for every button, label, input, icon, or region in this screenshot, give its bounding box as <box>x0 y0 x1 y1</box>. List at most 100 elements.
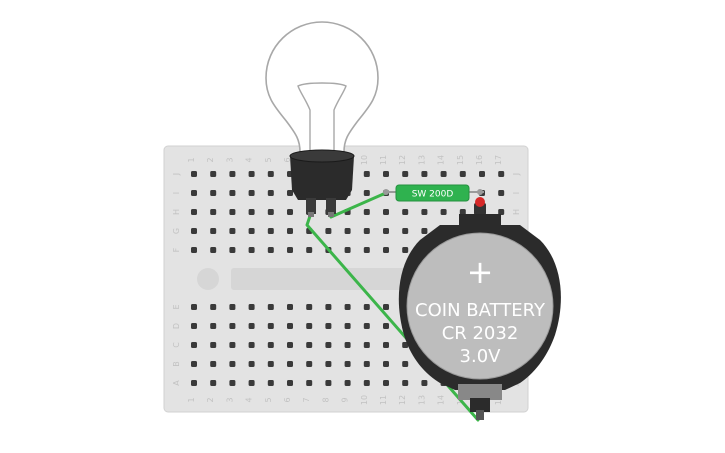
breadboard-hole[interactable] <box>306 304 313 310</box>
breadboard-hole[interactable] <box>306 342 313 348</box>
breadboard-hole[interactable] <box>267 228 274 234</box>
breadboard-hole[interactable] <box>229 361 236 367</box>
breadboard-hole[interactable] <box>248 304 255 310</box>
breadboard-hole[interactable] <box>191 247 197 253</box>
breadboard-hole[interactable] <box>306 361 313 367</box>
breadboard-hole[interactable] <box>210 190 217 196</box>
breadboard-hole[interactable] <box>383 361 389 367</box>
breadboard-hole[interactable] <box>267 209 274 215</box>
breadboard-hole[interactable] <box>363 342 370 348</box>
breadboard-hole[interactable] <box>287 342 293 348</box>
battery-cell[interactable] <box>406 232 554 380</box>
breadboard-hole[interactable] <box>210 228 217 234</box>
breadboard-hole[interactable] <box>210 171 217 177</box>
breadboard-hole[interactable] <box>363 380 370 386</box>
light-bulb-icon[interactable] <box>265 21 379 217</box>
breadboard-hole[interactable] <box>267 171 274 177</box>
breadboard-hole[interactable] <box>325 228 332 234</box>
breadboard-hole[interactable] <box>421 209 428 215</box>
breadboard-hole[interactable] <box>267 342 274 348</box>
breadboard-hole[interactable] <box>421 171 428 177</box>
breadboard-hole[interactable] <box>229 247 236 253</box>
breadboard-hole[interactable] <box>267 380 274 386</box>
breadboard-hole[interactable] <box>344 342 351 348</box>
breadboard-hole[interactable] <box>363 190 370 196</box>
breadboard-hole[interactable] <box>363 323 370 329</box>
breadboard-hole[interactable] <box>344 361 351 367</box>
breadboard-hole[interactable] <box>402 171 409 177</box>
breadboard-hole[interactable] <box>344 304 351 310</box>
breadboard-hole[interactable] <box>383 380 389 386</box>
breadboard-hole[interactable] <box>210 361 217 367</box>
breadboard-hole[interactable] <box>421 228 428 234</box>
breadboard-hole[interactable] <box>287 361 293 367</box>
breadboard-hole[interactable] <box>229 228 236 234</box>
breadboard-hole[interactable] <box>248 228 255 234</box>
breadboard-hole[interactable] <box>191 380 197 386</box>
breadboard-hole[interactable] <box>383 323 389 329</box>
breadboard-hole[interactable] <box>325 380 332 386</box>
breadboard-hole[interactable] <box>402 209 409 215</box>
breadboard-hole[interactable] <box>248 323 255 329</box>
breadboard-hole[interactable] <box>421 380 428 386</box>
breadboard-hole[interactable] <box>325 323 332 329</box>
breadboard-hole[interactable] <box>325 304 332 310</box>
breadboard-hole[interactable] <box>363 171 370 177</box>
breadboard-hole[interactable] <box>306 380 313 386</box>
breadboard-hole[interactable] <box>191 361 197 367</box>
breadboard-hole[interactable] <box>344 247 351 253</box>
breadboard-hole[interactable] <box>229 209 236 215</box>
breadboard-hole[interactable] <box>248 380 255 386</box>
breadboard-hole[interactable] <box>191 304 197 310</box>
breadboard-hole[interactable] <box>210 304 217 310</box>
breadboard-hole[interactable] <box>210 380 217 386</box>
breadboard-hole[interactable] <box>498 209 505 215</box>
breadboard-hole[interactable] <box>191 209 197 215</box>
breadboard-hole[interactable] <box>287 304 293 310</box>
breadboard-hole[interactable] <box>383 342 389 348</box>
breadboard-hole[interactable] <box>248 247 255 253</box>
breadboard-hole[interactable] <box>325 361 332 367</box>
breadboard-hole[interactable] <box>229 342 236 348</box>
breadboard-hole[interactable] <box>402 361 409 367</box>
breadboard-hole[interactable] <box>344 323 351 329</box>
breadboard-hole[interactable] <box>267 247 274 253</box>
led-dome[interactable] <box>475 197 485 207</box>
breadboard-hole[interactable] <box>287 323 293 329</box>
breadboard-hole[interactable] <box>440 171 447 177</box>
breadboard-hole[interactable] <box>287 380 293 386</box>
breadboard-hole[interactable] <box>210 342 217 348</box>
breadboard-hole[interactable] <box>210 323 217 329</box>
breadboard-hole[interactable] <box>306 247 313 253</box>
breadboard-hole[interactable] <box>383 209 389 215</box>
breadboard-hole[interactable] <box>267 304 274 310</box>
breadboard-hole[interactable] <box>191 323 197 329</box>
breadboard-hole[interactable] <box>287 190 293 196</box>
breadboard-hole[interactable] <box>287 247 293 253</box>
breadboard-hole[interactable] <box>363 209 370 215</box>
breadboard-hole[interactable] <box>248 190 255 196</box>
breadboard-hole[interactable] <box>459 171 466 177</box>
breadboard-hole[interactable] <box>248 171 255 177</box>
breadboard-hole[interactable] <box>267 323 274 329</box>
breadboard-hole[interactable] <box>229 304 236 310</box>
breadboard-hole[interactable] <box>267 361 274 367</box>
breadboard-hole[interactable] <box>402 380 409 386</box>
breadboard-hole[interactable] <box>191 190 197 196</box>
breadboard-hole[interactable] <box>191 342 197 348</box>
resistor[interactable]: SW 200D <box>383 184 484 202</box>
breadboard-hole[interactable] <box>248 361 255 367</box>
breadboard-hole[interactable] <box>287 209 293 215</box>
breadboard-hole[interactable] <box>363 304 370 310</box>
breadboard-hole[interactable] <box>191 171 197 177</box>
wire-bulb-to-resistor[interactable] <box>329 190 390 219</box>
breadboard-hole[interactable] <box>191 228 197 234</box>
breadboard-hole[interactable] <box>325 342 332 348</box>
breadboard-hole[interactable] <box>383 247 389 253</box>
breadboard-hole[interactable] <box>459 209 466 215</box>
breadboard-hole[interactable] <box>210 209 217 215</box>
breadboard-hole[interactable] <box>210 247 217 253</box>
coin-battery[interactable]: + COIN BATTERY CR 2032 3.0V <box>398 214 561 420</box>
breadboard-hole[interactable] <box>498 171 505 177</box>
breadboard-hole[interactable] <box>229 171 236 177</box>
